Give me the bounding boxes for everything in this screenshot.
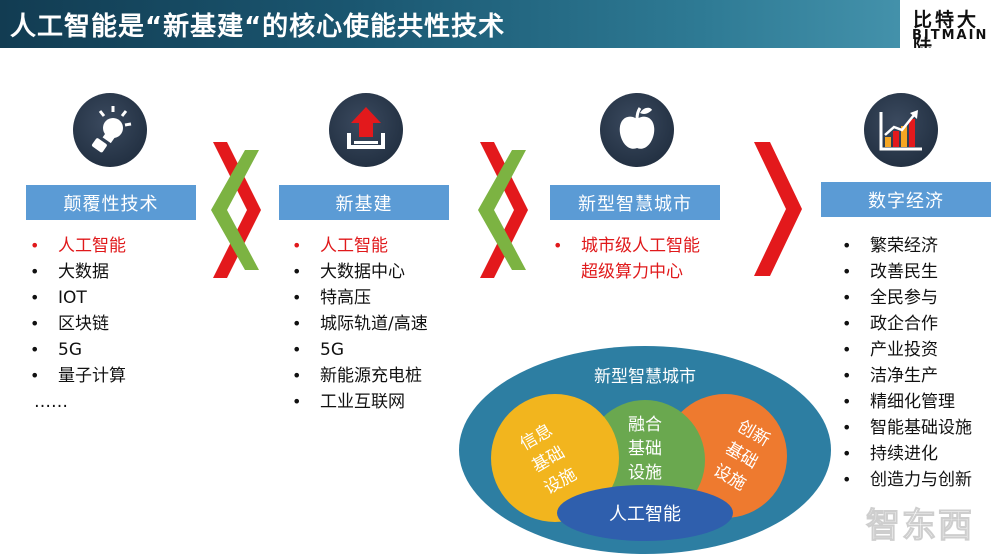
- bitmain-logo-cn: 比特大陆: [913, 9, 980, 48]
- apple-icon: [600, 93, 674, 167]
- list-item: •超级算力中心: [581, 262, 683, 282]
- red-chevron-arrow: [754, 142, 802, 276]
- new-infrastructure-list: •人工智能 •大数据中心 •特高压 •城际轨道/高速 •5G •新能源充电桩 •…: [292, 233, 428, 415]
- bar-chart-icon: [864, 93, 938, 167]
- digital-economy-list: •繁荣经济 •改善民生 •全民参与 •政企合作 •产业投资 •洁净生产 •精细化…: [842, 233, 972, 493]
- bitmain-logo-en: BITMAIN: [912, 28, 989, 43]
- list-item: •洁净生产: [842, 366, 938, 386]
- list-item: •繁荣经济: [842, 236, 938, 256]
- venn-middle-label-line3: 设施: [628, 463, 662, 483]
- title-bar: 人工智能是“新基建“的核心使能共性技术 比特大陆 BITMAIN: [0, 0, 1000, 48]
- smart-city-venn-diagram: 新型智慧城市 信息 基础 设施 融合 基础 设施 创新 基础 设施 人工智能: [459, 346, 831, 554]
- list-item: •全民参与: [842, 288, 938, 308]
- lightbulb-icon: [73, 93, 147, 167]
- list-item: •量子计算: [30, 366, 126, 386]
- red-green-chevron-arrow-2: [478, 142, 528, 278]
- list-item: •工业互联网: [292, 392, 405, 412]
- list-item: •区块链: [30, 314, 109, 334]
- venn-bottom-ellipse: [557, 485, 733, 541]
- column-header-disruptive-tech: 颠覆性技术: [26, 185, 196, 220]
- disruptive-tech-list: •人工智能 •大数据 •IOT •区块链 •5G •量子计算 ……: [30, 233, 126, 415]
- list-item: •创造力与创新: [842, 470, 972, 490]
- ellipsis: ……: [34, 392, 68, 412]
- list-item: •智能基础设施: [842, 418, 972, 438]
- venn-outer-label: 新型智慧城市: [594, 367, 696, 387]
- venn-middle-label-line1: 融合: [628, 415, 662, 435]
- list-item: •持续进化: [842, 444, 938, 464]
- venn-middle-label-line2: 基础: [628, 439, 662, 459]
- list-item: •大数据: [30, 262, 109, 282]
- venn-bottom-label: 人工智能: [609, 504, 681, 525]
- upload-arrow-icon: [329, 93, 403, 167]
- list-item: •精细化管理: [842, 392, 955, 412]
- logo-background: [900, 0, 1000, 48]
- list-item: •产业投资: [842, 340, 938, 360]
- red-green-chevron-arrow-1: [211, 142, 261, 278]
- list-item: •大数据中心: [292, 262, 405, 282]
- slide-title: 人工智能是“新基建“的核心使能共性技术: [10, 12, 506, 42]
- list-item: •IOT: [30, 288, 87, 308]
- list-item: •5G: [292, 340, 344, 360]
- list-item: •城际轨道/高速: [292, 314, 428, 334]
- list-item: •改善民生: [842, 262, 938, 282]
- list-item: •人工智能: [30, 236, 126, 256]
- column-header-digital-economy: 数字经济: [821, 182, 991, 217]
- list-item: •特高压: [292, 288, 371, 308]
- list-item: •政企合作: [842, 314, 938, 334]
- column-header-new-infrastructure: 新基建: [279, 185, 449, 220]
- smart-city-list: •城市级人工智能 •超级算力中心: [553, 233, 700, 285]
- list-item: •5G: [30, 340, 82, 360]
- list-item: •城市级人工智能: [553, 236, 700, 256]
- watermark: 智东西: [866, 506, 974, 547]
- column-header-smart-city: 新型智慧城市: [550, 185, 720, 220]
- list-item: •人工智能: [292, 236, 388, 256]
- venn-circle-yellow: [491, 394, 619, 522]
- list-item: •新能源充电桩: [292, 366, 422, 386]
